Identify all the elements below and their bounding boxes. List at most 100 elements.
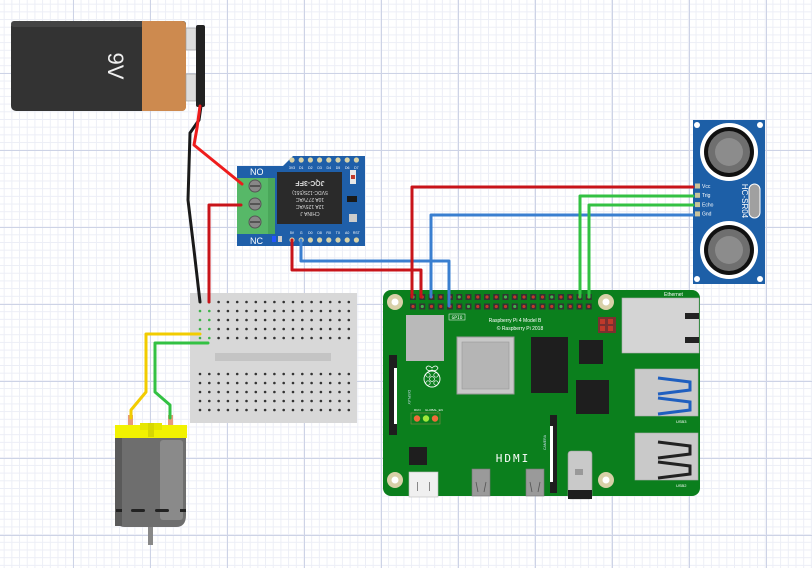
breadboard-hole[interactable] xyxy=(245,309,248,313)
breadboard-hole[interactable] xyxy=(263,408,267,412)
gpio-pin[interactable] xyxy=(476,304,480,309)
gpio-pin[interactable] xyxy=(522,295,526,299)
breadboard-hole[interactable] xyxy=(347,390,351,394)
breadboard-hole[interactable] xyxy=(235,309,239,313)
gpio-pin[interactable] xyxy=(540,304,545,309)
breadboard-hole[interactable] xyxy=(319,372,323,376)
breadboard-hole[interactable] xyxy=(310,327,313,331)
breadboard-hole[interactable] xyxy=(254,399,258,403)
breadboard-hole[interactable] xyxy=(291,318,295,322)
gpio-pin[interactable] xyxy=(439,295,443,299)
breadboard-hole[interactable] xyxy=(254,336,258,340)
relay-module[interactable]: NO NC CHINA J 12A 125VAC 10A 277VAC 5VDC… xyxy=(237,156,365,246)
breadboard-hole[interactable] xyxy=(217,318,220,322)
breadboard-hole[interactable] xyxy=(245,381,248,385)
breadboard-hole[interactable] xyxy=(208,327,211,331)
breadboard-hole[interactable] xyxy=(254,381,258,385)
breadboard-hole[interactable] xyxy=(319,336,323,340)
breadboard-hole[interactable] xyxy=(291,399,295,403)
breadboard-hole[interactable] xyxy=(338,336,341,340)
breadboard-hole[interactable] xyxy=(282,318,286,322)
breadboard-hole[interactable] xyxy=(273,327,276,331)
breadboard-hole[interactable] xyxy=(282,336,286,340)
breadboard-hole[interactable] xyxy=(245,372,248,376)
breadboard-hole[interactable] xyxy=(310,336,313,340)
breadboard-hole[interactable] xyxy=(328,318,332,322)
breadboard-hole[interactable] xyxy=(245,300,248,304)
breadboard-hole[interactable] xyxy=(198,336,202,340)
breadboard-hole[interactable] xyxy=(198,381,202,385)
breadboard-hole[interactable] xyxy=(301,336,304,340)
relay-pin-d1[interactable] xyxy=(298,157,304,163)
wire-sensor-trig[interactable] xyxy=(578,194,695,299)
breadboard-hole[interactable] xyxy=(263,318,267,322)
power-usb-c-port[interactable] xyxy=(408,471,439,498)
wire-sensor-gnd[interactable] xyxy=(429,213,695,299)
breadboard-hole[interactable] xyxy=(338,309,341,313)
breadboard-hole[interactable] xyxy=(328,309,332,313)
breadboard-hole[interactable] xyxy=(282,300,286,304)
breadboard-hole[interactable] xyxy=(226,336,230,340)
breadboard-hole[interactable] xyxy=(338,408,341,412)
breadboard-hole[interactable] xyxy=(347,408,351,412)
breadboard-hole[interactable] xyxy=(198,408,202,412)
breadboard-hole[interactable] xyxy=(254,318,258,322)
breadboard-hole[interactable] xyxy=(263,300,267,304)
breadboard-hole[interactable] xyxy=(310,372,313,376)
gpio-pin[interactable] xyxy=(513,295,517,299)
breadboard-hole[interactable] xyxy=(245,336,248,340)
breadboard-hole[interactable] xyxy=(282,309,286,313)
breadboard-hole[interactable] xyxy=(319,381,323,385)
breadboard-hole[interactable] xyxy=(338,399,341,403)
breadboard-hole[interactable] xyxy=(291,300,295,304)
breadboard-hole[interactable] xyxy=(208,381,211,385)
breadboard-hole[interactable] xyxy=(291,372,295,376)
breadboard-hole[interactable] xyxy=(226,318,230,322)
breadboard-hole[interactable] xyxy=(273,381,276,385)
relay-pin-tx[interactable] xyxy=(335,237,341,243)
breadboard-hole[interactable] xyxy=(235,372,239,376)
breadboard-hole[interactable] xyxy=(217,336,220,340)
breadboard-hole[interactable] xyxy=(208,309,211,313)
relay-pin-d2[interactable] xyxy=(307,157,313,163)
breadboard-hole[interactable] xyxy=(291,336,295,340)
breadboard-hole[interactable] xyxy=(254,327,258,331)
breadboard-hole[interactable] xyxy=(245,318,248,322)
wire-motor-yellow[interactable] xyxy=(129,332,202,420)
breadboard-hole[interactable] xyxy=(226,300,230,304)
relay-pin-d7[interactable] xyxy=(353,157,359,163)
gpio-pin[interactable] xyxy=(577,304,582,309)
breadboard-hole[interactable] xyxy=(347,327,351,331)
breadboard-hole[interactable] xyxy=(208,372,211,376)
gpio-pin[interactable] xyxy=(457,304,461,309)
gpio-pin[interactable] xyxy=(485,295,489,299)
relay-pin-a0[interactable] xyxy=(344,237,350,243)
breadboard-hole[interactable] xyxy=(273,408,276,412)
relay-pin-d6[interactable] xyxy=(344,157,350,163)
breadboard-hole[interactable] xyxy=(301,399,304,403)
breadboard-hole[interactable] xyxy=(301,381,304,385)
gpio-pin[interactable] xyxy=(476,295,480,299)
breadboard-hole[interactable] xyxy=(217,327,220,331)
breadboard-hole[interactable] xyxy=(310,381,313,385)
raspberry-pi-4[interactable]: GPIO Raspberry Pi 4 Model B © Raspberry … xyxy=(383,290,700,500)
breadboard-hole[interactable] xyxy=(347,300,351,304)
wire-sensor-echo[interactable] xyxy=(587,203,695,299)
breadboard-hole[interactable] xyxy=(217,399,220,403)
breadboard-hole[interactable] xyxy=(328,381,332,385)
breadboard-hole[interactable] xyxy=(263,390,267,394)
breadboard-hole[interactable] xyxy=(226,390,230,394)
breadboard-hole[interactable] xyxy=(208,408,211,412)
relay-pin-d5[interactable] xyxy=(335,157,341,163)
breadboard-hole[interactable] xyxy=(226,399,230,403)
wire-battery-positive[interactable] xyxy=(192,104,244,186)
breadboard-hole[interactable] xyxy=(217,390,220,394)
breadboard-hole[interactable] xyxy=(282,408,286,412)
wire-relay-gnd[interactable] xyxy=(299,238,451,308)
relay-pin-d0[interactable] xyxy=(307,237,313,243)
relay-pin-rx[interactable] xyxy=(326,237,332,243)
breadboard-hole[interactable] xyxy=(273,399,276,403)
breadboard-hole[interactable] xyxy=(273,390,276,394)
gpio-pin[interactable] xyxy=(559,304,563,309)
